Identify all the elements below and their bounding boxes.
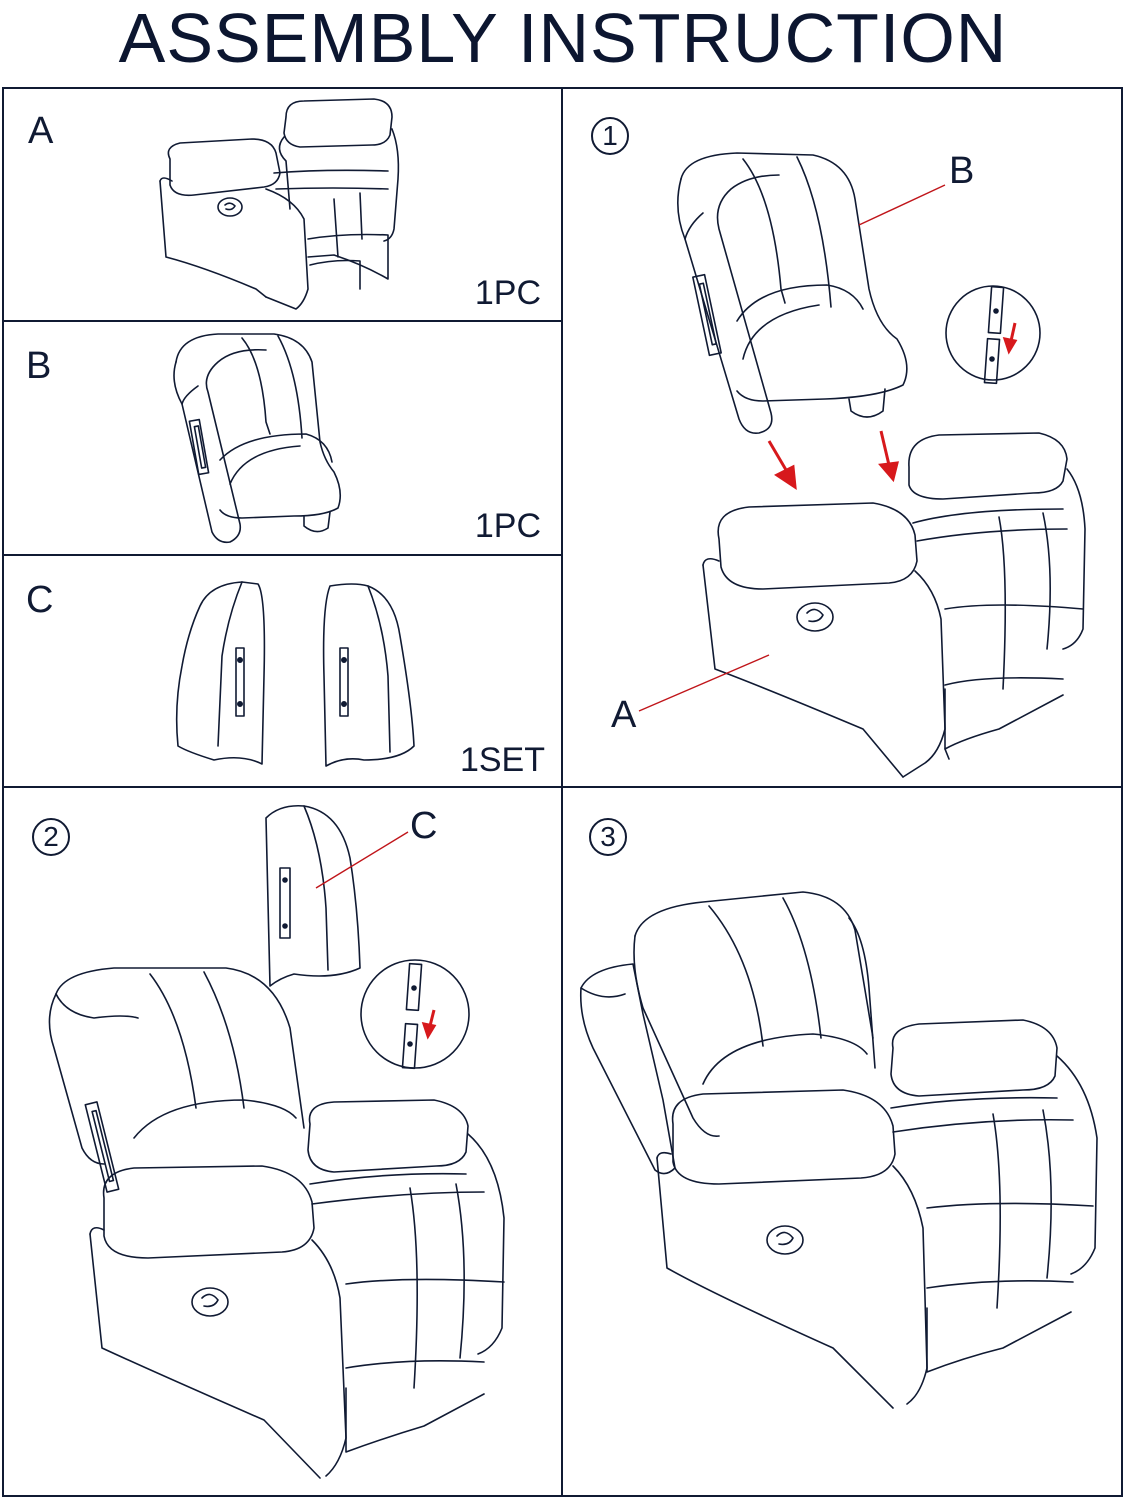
chair-back-icon xyxy=(173,333,342,544)
step-number: 1 xyxy=(591,117,629,155)
step-1-panel: 1 B A xyxy=(563,89,1121,786)
step-2-panel: 2 C xyxy=(4,788,561,1495)
recliner-chair-icon xyxy=(579,891,1098,1409)
page-title: ASSEMBLY INSTRUCTION xyxy=(118,0,1008,77)
recliner-chair-icon xyxy=(159,98,400,310)
recliner-chair-icon xyxy=(48,804,505,1479)
part-a-panel: A 1PC xyxy=(4,89,561,320)
part-label: B xyxy=(26,345,52,387)
part-quantity: 1PC xyxy=(474,507,541,545)
callout-label-b: B xyxy=(949,150,975,192)
step-number: 3 xyxy=(589,818,627,856)
step-3-panel: 3 xyxy=(563,788,1121,1495)
part-quantity: 1SET xyxy=(459,741,545,779)
side-panel-icon xyxy=(175,581,415,767)
recliner-chair-icon xyxy=(638,152,1086,778)
part-quantity: 1PC xyxy=(474,274,541,312)
part-c-panel: C 1SET xyxy=(4,556,561,786)
part-label: C xyxy=(26,579,54,621)
part-b-panel: B 1PC xyxy=(4,322,561,554)
down-arrow-icon xyxy=(767,322,1018,491)
part-label: A xyxy=(28,110,54,152)
step-number: 2 xyxy=(32,818,70,856)
callout-label-a: A xyxy=(611,694,637,736)
callout-label-c: C xyxy=(410,805,438,847)
down-arrow-icon xyxy=(421,1009,437,1040)
